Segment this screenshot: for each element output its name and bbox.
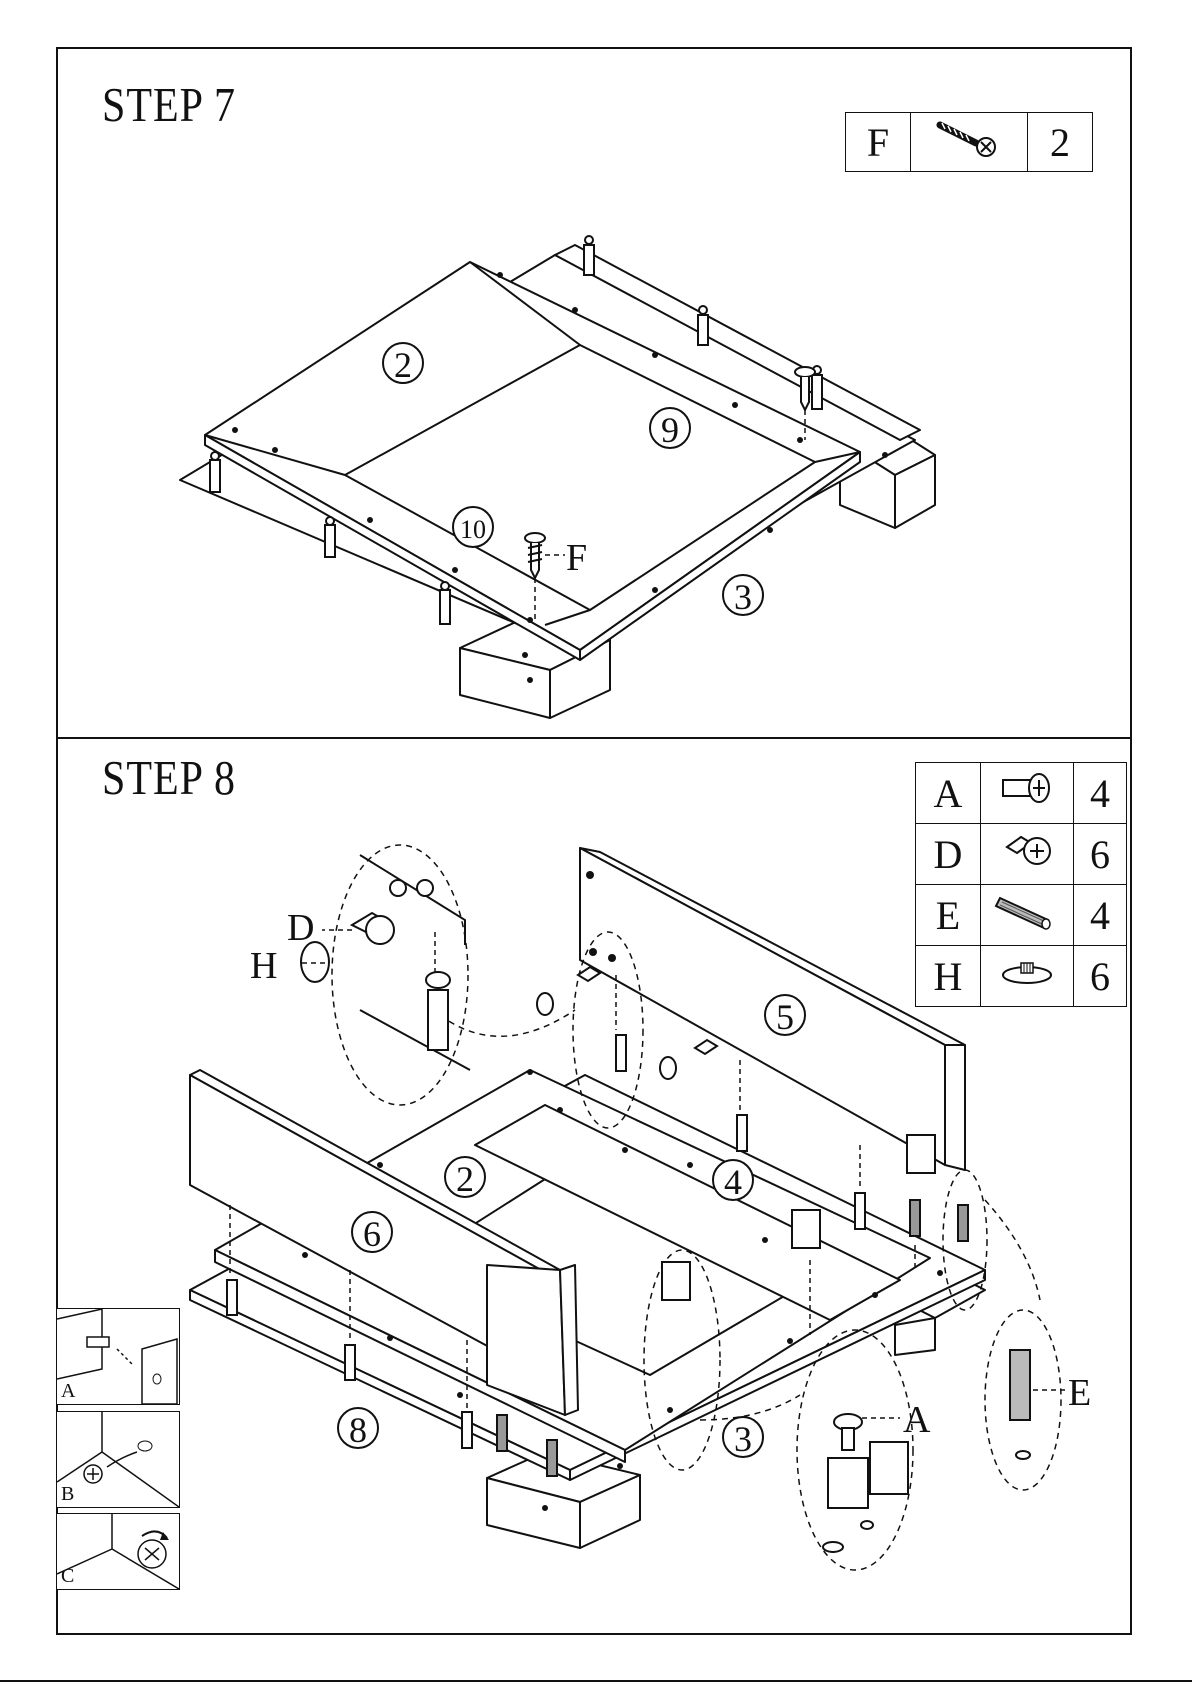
callout-letter: H xyxy=(250,945,277,987)
detail-label: B xyxy=(61,1483,74,1506)
part-number-label: 6 xyxy=(363,1214,381,1254)
callout-letter: A xyxy=(903,1399,931,1441)
part-number-label: 4 xyxy=(724,1162,742,1202)
detail-inset-a: A xyxy=(56,1308,180,1405)
part-number-label: 3 xyxy=(734,1419,752,1459)
detail-inset-c: C xyxy=(56,1513,180,1590)
detail-label: C xyxy=(61,1565,74,1588)
part-number-label: 5 xyxy=(776,997,794,1037)
callout-letter: E xyxy=(1068,1372,1091,1414)
callout-letter: D xyxy=(287,907,314,949)
part-number-label: 2 xyxy=(456,1159,474,1199)
detail-label: A xyxy=(61,1380,75,1403)
part-number-label: 8 xyxy=(349,1410,367,1450)
detail-inset-b: B xyxy=(56,1411,180,1508)
